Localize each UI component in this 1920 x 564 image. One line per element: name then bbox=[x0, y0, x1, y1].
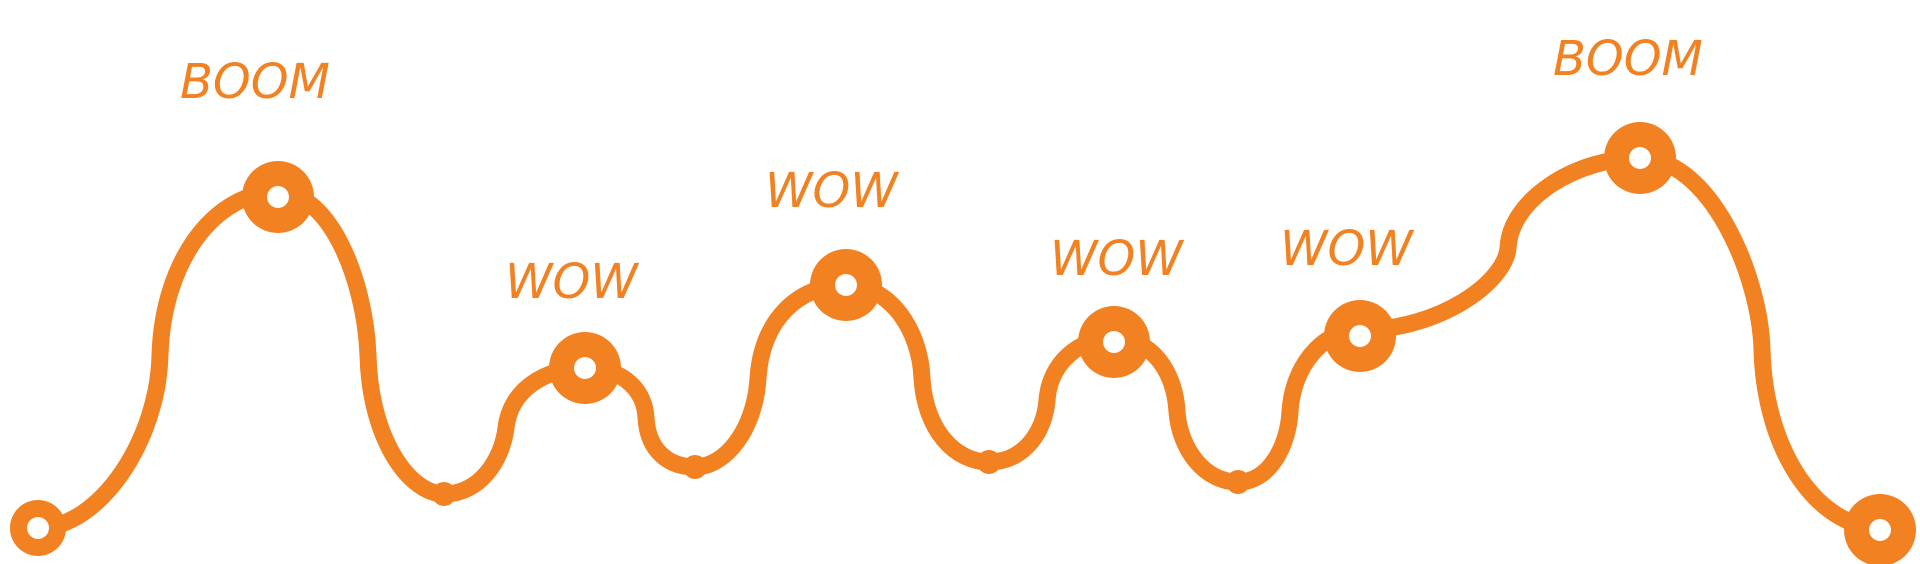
node-dot-valley-1 bbox=[432, 482, 456, 506]
node-ring-peak-wow-3 bbox=[1078, 306, 1150, 378]
label-wow-4: WOW bbox=[1280, 221, 1414, 277]
node-ring-peak-boom-1 bbox=[242, 161, 314, 233]
label-boom-2: BOOM bbox=[1553, 31, 1703, 87]
label-wow-2: WOW bbox=[765, 163, 899, 219]
node-ring-peak-wow-1 bbox=[549, 332, 621, 404]
node-ring-peak-wow-4 bbox=[1324, 300, 1396, 372]
label-wow-3: WOW bbox=[1050, 231, 1184, 287]
node-dot-valley-3 bbox=[977, 450, 1001, 474]
node-ring-peak-wow-2 bbox=[810, 249, 882, 321]
node-ring-end bbox=[1844, 494, 1916, 564]
node-dot-valley-2 bbox=[683, 455, 707, 479]
wave-line bbox=[29, 149, 1889, 537]
label-boom-1: BOOM bbox=[180, 54, 330, 110]
node-ring-start bbox=[10, 500, 66, 556]
node-dot-valley-4 bbox=[1226, 470, 1250, 494]
node-ring-peak-boom-2 bbox=[1604, 122, 1676, 194]
label-wow-1: WOW bbox=[505, 254, 639, 310]
